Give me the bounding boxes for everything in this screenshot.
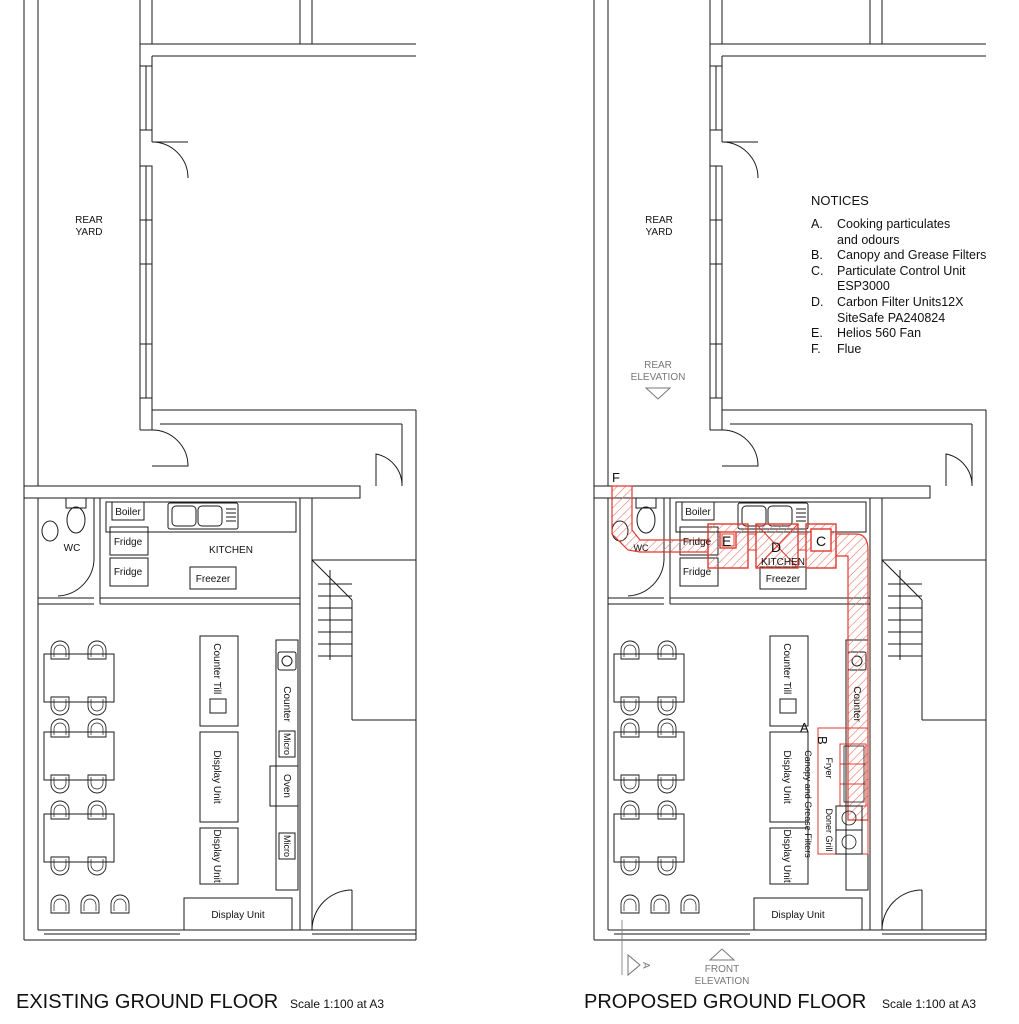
notice-text: ESP3000 — [837, 279, 890, 294]
proposed-plan: REAR YARD WC KITCHEN Boiler Fridge Fridg… — [594, 0, 986, 987]
notice-item: ESP3000 — [811, 279, 997, 295]
proposed-till-label: Till — [781, 682, 792, 694]
marker-e: E — [722, 533, 731, 549]
rear-elevation-label-1: REAR — [644, 360, 672, 371]
existing-display-unit-2-label: Display Unit — [211, 829, 222, 883]
marker-d: D — [771, 539, 781, 555]
notice-text: Canopy and Grease Filters — [837, 248, 987, 263]
notice-key: F. — [811, 341, 821, 356]
rear-elevation-marker: REAR ELEVATION — [631, 360, 686, 400]
proposed-doner-grill-label: Doner Grill — [824, 808, 834, 851]
proposed-display-unit-3-label: Display Unit — [771, 910, 825, 921]
existing-micro-2-label: Micro — [282, 835, 292, 857]
notice-text: Cooking particulates — [837, 217, 951, 231]
proposed-rear-yard-label-1: REAR — [645, 215, 673, 226]
notice-text: Helios 560 Fan — [837, 326, 922, 341]
proposed-wc-label: WC — [634, 543, 649, 553]
existing-scale: Scale 1:100 at A3 — [290, 997, 385, 1011]
section-a-label: A — [640, 962, 651, 969]
existing-display-unit-3-label: Display Unit — [211, 910, 265, 921]
notice-key: A. — [811, 217, 823, 231]
front-elevation-marker: FRONT ELEVATION — [695, 948, 750, 987]
proposed-boiler-label: Boiler — [685, 507, 711, 518]
marker-c: C — [816, 533, 826, 549]
extraction-system — [611, 485, 869, 855]
marker-f: F — [612, 470, 620, 485]
proposed-rear-yard-label-2: YARD — [645, 227, 672, 238]
notice-key: E. — [811, 326, 823, 341]
notice-key: B. — [811, 248, 823, 263]
notice-text: Flue — [837, 341, 862, 356]
existing-plan: REAR YARD WC KITCHEN Boiler Fridge Fridg… — [24, 0, 416, 940]
front-elevation-label-1: FRONT — [705, 964, 739, 975]
proposed-title: PROPOSED GROUND FLOOR — [584, 991, 867, 1013]
notices-list: A. Cooking particulates and odours B. Cano… — [811, 217, 997, 357]
notice-item: E. Helios 560 Fan — [811, 326, 997, 342]
section-a-marker: A — [621, 920, 651, 977]
notice-text: Carbon Filter Units12X — [837, 294, 964, 309]
notice-text: Particulate Control Unit — [837, 263, 966, 278]
notice-key: D. — [811, 294, 824, 309]
existing-till-label: Till — [211, 682, 222, 694]
proposed-fridge-1-label: Fridge — [683, 537, 712, 548]
existing-fridge-2-label: Fridge — [114, 567, 143, 578]
existing-title: EXISTING GROUND FLOOR — [16, 991, 279, 1013]
proposed-display-unit-1-label: Display Unit — [781, 750, 792, 804]
notices-heading: NOTICES — [811, 193, 869, 208]
notice-item: A. Cooking particulates — [811, 217, 997, 233]
notice-item: SiteSafe PA240824 — [811, 311, 997, 327]
notice-item: F. Flue — [811, 342, 997, 358]
proposed-display-unit-2-label: Display Unit — [781, 829, 792, 883]
proposed-fridge-2-label: Fridge — [683, 567, 712, 578]
proposed-kitchen-label: KITCHEN — [761, 557, 805, 568]
proposed-scale: Scale 1:100 at A3 — [882, 997, 977, 1011]
existing-fridge-1-label: Fridge — [114, 537, 143, 548]
existing-boiler-label: Boiler — [115, 507, 141, 518]
existing-oven-label: Oven — [281, 774, 292, 798]
existing-display-unit-1-label: Display Unit — [211, 750, 222, 804]
notice-text: SiteSafe PA240824 — [837, 310, 946, 325]
existing-rear-yard-label-1: REAR — [75, 215, 103, 226]
notice-item: D. Carbon Filter Units12X — [811, 295, 997, 311]
notice-key: C. — [811, 263, 824, 278]
notice-text: and odours — [837, 232, 900, 247]
existing-freezer-label: Freezer — [196, 574, 231, 585]
marker-a: A — [800, 720, 809, 735]
existing-micro-1-label: Micro — [282, 733, 292, 755]
proposed-counter-left-label: Counter — [781, 643, 792, 679]
proposed-canopy-filters-label: Canopy and Grease Filters — [803, 750, 813, 858]
existing-counter-left-label: Counter — [211, 643, 222, 679]
proposed-freezer-label: Freezer — [766, 574, 801, 585]
existing-rear-yard-label-2: YARD — [75, 227, 102, 238]
rear-elevation-label-2: ELEVATION — [631, 372, 686, 383]
front-elevation-label-2: ELEVATION — [695, 976, 750, 987]
existing-kitchen-label: KITCHEN — [209, 545, 253, 556]
proposed-counter-right-label: Counter — [851, 686, 862, 722]
notice-item: C. Particulate Control Unit — [811, 264, 997, 280]
proposed-fryer-label: Fryer — [824, 758, 834, 779]
existing-counter-right-label: Counter — [281, 686, 292, 722]
notice-item: B. Canopy and Grease Filters — [811, 248, 997, 264]
notice-item: and odours — [811, 233, 997, 249]
existing-wc-label: WC — [64, 543, 81, 554]
notices-legend: NOTICES A. Cooking particulates and odour… — [811, 193, 997, 357]
marker-b: B — [815, 736, 830, 745]
